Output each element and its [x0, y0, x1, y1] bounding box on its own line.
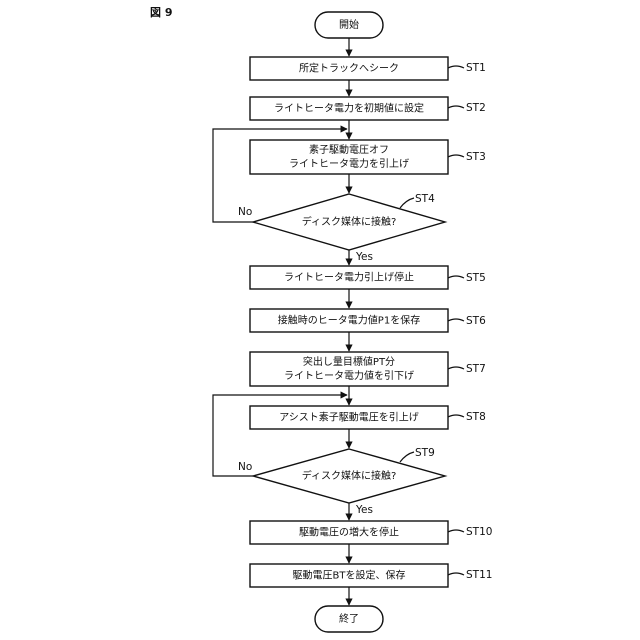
- step-st10-text: 駆動電圧の増大を停止: [299, 526, 399, 539]
- step-id-st11: ST11: [466, 569, 492, 581]
- st9-no-label: No: [238, 461, 252, 473]
- leader-st2: [448, 106, 464, 108]
- leader-st10: [448, 530, 464, 532]
- step-st2-text: ライトヒータ電力を初期値に設定: [274, 102, 424, 115]
- step-st8-text: アシスト素子駆動電圧を引上げ: [279, 411, 419, 424]
- step-st6-text: 接触時のヒータ電力値P1を保存: [278, 314, 420, 327]
- step-st5: ライトヒータ電力引上げ停止: [250, 266, 448, 289]
- figure-label: 図 9: [150, 5, 172, 19]
- step-id-st1: ST1: [466, 62, 486, 74]
- st4-no-label: No: [238, 206, 252, 218]
- step-st10: 駆動電圧の増大を停止: [250, 521, 448, 544]
- leader-st1: [448, 66, 464, 68]
- step-st3-text-1: 素子駆動電圧オフ: [309, 143, 389, 156]
- step-st7-text-2: ライトヒータ電力値を引下げ: [284, 369, 414, 382]
- start-terminal: 開始: [315, 12, 383, 38]
- st4-yes-label: Yes: [355, 251, 373, 263]
- step-st5-text: ライトヒータ電力引上げ停止: [284, 271, 414, 284]
- step-id-st9: ST9: [415, 447, 435, 459]
- leader-st9: [400, 452, 414, 462]
- step-st7-text-1: 突出し量目標値PT分: [303, 355, 395, 368]
- step-id-st3: ST3: [466, 151, 486, 163]
- leader-st7: [448, 367, 464, 369]
- decision-st4-text: ディスク媒体に接触?: [302, 215, 397, 228]
- end-terminal: 終了: [315, 606, 383, 632]
- step-id-st6: ST6: [466, 315, 486, 327]
- step-id-st8: ST8: [466, 411, 486, 423]
- step-st3: 素子駆動電圧オフ ライトヒータ電力を引上げ: [250, 140, 448, 174]
- st9-yes-label: Yes: [355, 504, 373, 516]
- step-st1-text: 所定トラックへシーク: [299, 62, 399, 75]
- step-st6: 接触時のヒータ電力値P1を保存: [250, 309, 448, 332]
- leader-st8: [448, 415, 464, 417]
- step-st7: 突出し量目標値PT分 ライトヒータ電力値を引下げ: [250, 352, 448, 386]
- step-id-st4: ST4: [415, 193, 435, 205]
- step-st11: 駆動電圧BTを設定、保存: [250, 564, 448, 587]
- end-label: 終了: [339, 612, 359, 625]
- leader-st4: [400, 198, 414, 208]
- start-label: 開始: [339, 18, 359, 31]
- step-id-st7: ST7: [466, 363, 486, 375]
- step-st1: 所定トラックへシーク: [250, 57, 448, 80]
- step-st11-text: 駆動電圧BTを設定、保存: [293, 569, 406, 582]
- step-st3-text-2: ライトヒータ電力を引上げ: [289, 157, 409, 170]
- decision-st9-text: ディスク媒体に接触?: [302, 469, 397, 482]
- leader-st3: [448, 155, 464, 157]
- leader-st6: [448, 319, 464, 321]
- step-st8: アシスト素子駆動電圧を引上げ: [250, 406, 448, 429]
- step-id-st2: ST2: [466, 102, 486, 114]
- step-id-st5: ST5: [466, 272, 486, 284]
- leader-st5: [448, 276, 464, 278]
- step-st2: ライトヒータ電力を初期値に設定: [250, 97, 448, 120]
- leader-st11: [448, 573, 464, 575]
- step-id-st10: ST10: [466, 526, 492, 538]
